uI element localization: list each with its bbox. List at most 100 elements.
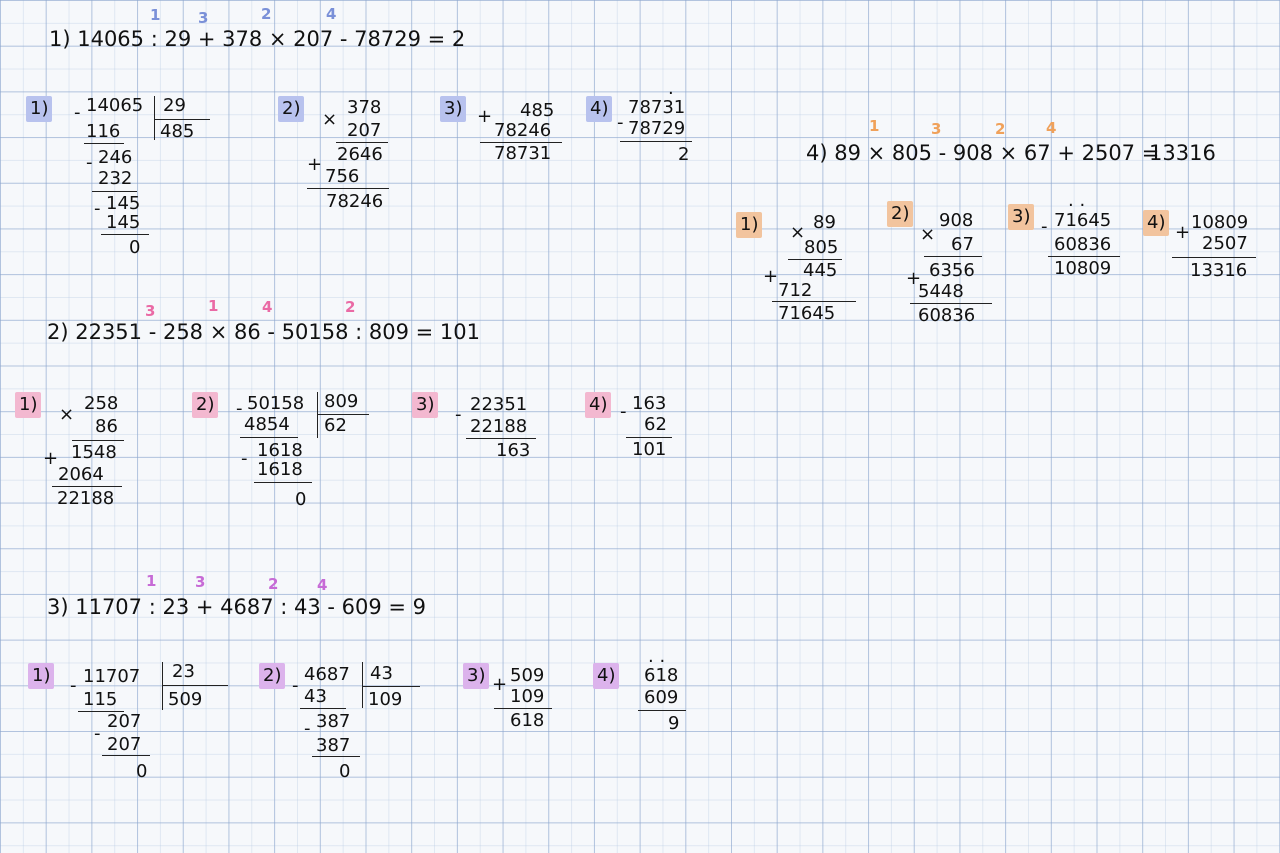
step-label: 4) xyxy=(1143,210,1170,236)
underline xyxy=(772,301,856,302)
remainder: 246 xyxy=(98,147,133,168)
order-number: 4 xyxy=(326,5,337,23)
result: 0 xyxy=(129,237,141,258)
step-label: 3) xyxy=(1008,204,1035,230)
step-label: 4) xyxy=(593,663,620,689)
remainder: 1618 xyxy=(257,440,303,461)
sum: 78731 xyxy=(494,143,552,164)
underline xyxy=(1172,257,1256,258)
step-label: 1) xyxy=(26,96,53,122)
underline xyxy=(626,437,672,438)
underline xyxy=(336,142,388,143)
equation-2: 2) 22351 - 258 × 86 - 50158 : 809 = 101 xyxy=(47,320,480,344)
divisor: 23 xyxy=(172,661,195,682)
remainder: 207 xyxy=(107,711,142,732)
plus-sign: + xyxy=(763,266,779,287)
order-number: 4 xyxy=(317,576,328,594)
subtrahend: 60836 xyxy=(1054,234,1112,255)
step-label: 2) xyxy=(887,201,914,227)
borrow-dots: . . xyxy=(1068,190,1086,211)
subtrahend: 43 xyxy=(304,686,327,707)
subtrahend: 387 xyxy=(316,735,351,756)
subtrahend: 22188 xyxy=(470,416,528,437)
equation-answer: 13316 xyxy=(1149,141,1216,165)
equation-4: 4) 89 × 805 - 908 × 67 + 2507 = xyxy=(806,141,1160,165)
minus-sign: - xyxy=(86,152,93,173)
subtrahend: 145 xyxy=(106,212,141,233)
multiplier: 86 xyxy=(95,416,118,437)
underline xyxy=(638,710,686,711)
quotient: 509 xyxy=(168,689,203,710)
minus-sign: - xyxy=(620,401,627,422)
underline xyxy=(480,142,562,143)
plus-sign: + xyxy=(43,448,59,469)
equation-3: 3) 11707 : 23 + 4687 : 43 - 609 = 9 xyxy=(47,595,427,619)
underline xyxy=(52,486,122,487)
order-number: 1 xyxy=(150,6,161,24)
plus-sign: + xyxy=(1175,222,1191,243)
partial-product: 2064 xyxy=(58,464,104,485)
minus-sign: - xyxy=(455,404,462,425)
step-label: 2) xyxy=(192,392,219,418)
product: 60836 xyxy=(918,305,976,326)
multiplicand: 908 xyxy=(939,210,974,231)
difference: 9 xyxy=(668,713,680,734)
remainder: 387 xyxy=(316,711,351,732)
minus-sign: - xyxy=(236,398,243,419)
order-number: 1 xyxy=(146,572,157,590)
difference: 2 xyxy=(678,144,690,165)
dividend: 50158 xyxy=(247,393,305,414)
difference: 10809 xyxy=(1054,258,1112,279)
times-sign: × xyxy=(322,109,338,130)
quotient: 485 xyxy=(160,121,195,142)
minus-sign: - xyxy=(304,718,311,739)
partial-product: 445 xyxy=(803,260,838,281)
order-number: 2 xyxy=(345,298,356,316)
partial-product: 712 xyxy=(778,280,813,301)
partial-product: 6356 xyxy=(929,260,975,281)
underline xyxy=(924,256,982,257)
quotient: 109 xyxy=(368,689,403,710)
plus-sign: + xyxy=(492,674,508,695)
underline xyxy=(312,756,360,757)
multiplier: 207 xyxy=(347,120,382,141)
underline xyxy=(92,191,137,192)
addend: 485 xyxy=(520,100,555,121)
order-number: 1 xyxy=(869,117,880,135)
subtrahend: 4854 xyxy=(244,414,290,435)
underline xyxy=(78,711,124,712)
step-label: 3) xyxy=(463,663,490,689)
divisor: 809 xyxy=(324,391,359,412)
addend: 78246 xyxy=(494,120,552,141)
minus-sign: - xyxy=(94,198,101,219)
result: 0 xyxy=(295,489,307,510)
step-label: 3) xyxy=(412,392,439,418)
step-label: 1) xyxy=(28,663,55,689)
product: 22188 xyxy=(57,488,115,509)
remainder: 145 xyxy=(106,193,141,214)
result: 0 xyxy=(136,761,148,782)
step-label: 1) xyxy=(736,212,763,238)
partial-product: 2646 xyxy=(337,144,383,165)
underline xyxy=(300,708,346,709)
product: 78246 xyxy=(326,191,384,212)
order-number: 2 xyxy=(268,575,279,593)
step-label: 3) xyxy=(440,96,467,122)
underline xyxy=(84,143,124,144)
underline xyxy=(1048,256,1120,257)
plus-sign: + xyxy=(477,106,493,127)
quotient: 62 xyxy=(324,415,347,436)
step-label: 4) xyxy=(585,392,612,418)
underline xyxy=(101,234,149,235)
product: 71645 xyxy=(778,303,836,324)
addend: 109 xyxy=(510,686,545,707)
divisor: 43 xyxy=(370,663,393,684)
minus-sign: - xyxy=(292,675,299,696)
equation-1: 1) 14065 : 29 + 378 × 207 - 78729 = 2 xyxy=(49,27,466,51)
minus-sign: - xyxy=(1041,216,1048,237)
minuend: 78731 xyxy=(628,97,686,118)
order-number: 3 xyxy=(145,302,156,320)
step-label: 2) xyxy=(278,96,305,122)
order-number: 4 xyxy=(1046,119,1057,137)
result: 0 xyxy=(339,761,351,782)
